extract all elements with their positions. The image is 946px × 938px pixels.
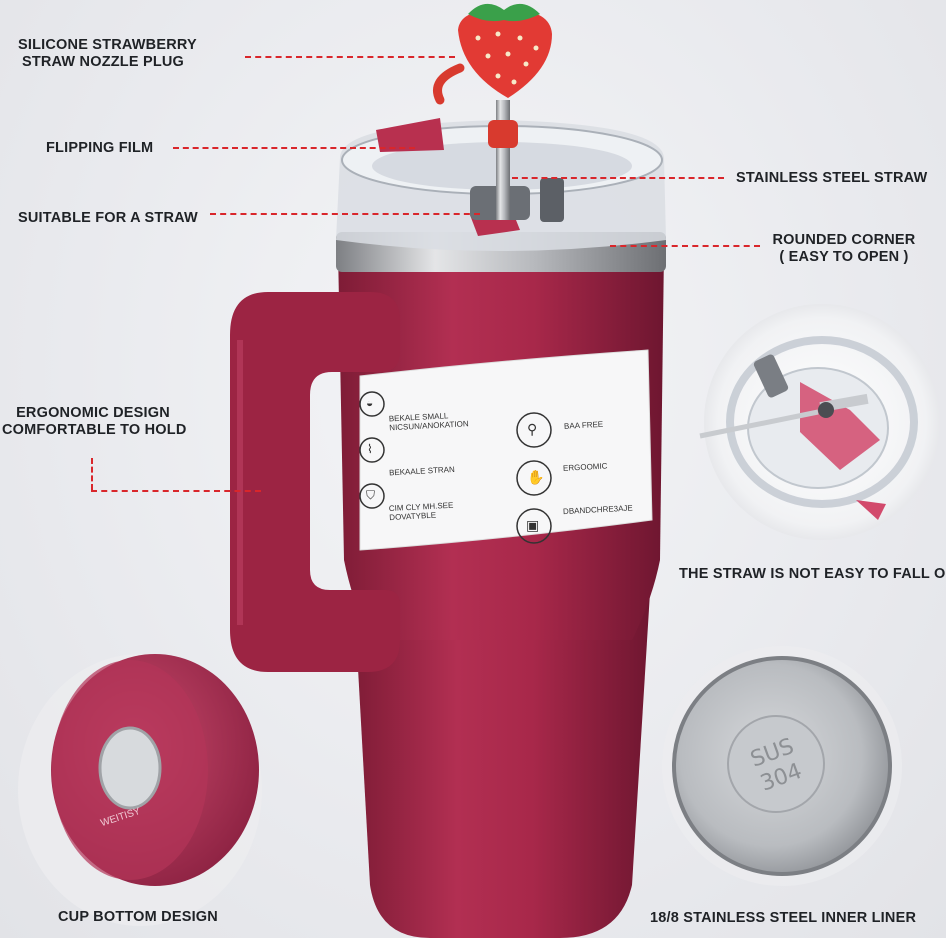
pointer-flipping-film	[173, 147, 415, 149]
label-inner-liner: 18/8 STAINLESS STEEL INNER LINER	[650, 910, 917, 926]
label-suitable-straw: SUITABLE FOR A STRAW	[18, 210, 198, 226]
cup-lower-body	[352, 560, 652, 938]
label-cup-bottom: CUP BOTTOM DESIGN	[58, 909, 218, 925]
label-ergonomic: ERGONOMIC DESIGN COMFORTABLE TO HOLD	[2, 405, 187, 439]
pointer-rounded-corner	[610, 245, 760, 247]
product-label-band	[359, 349, 653, 551]
label-straw-plug-line1: SILICONE STRAWBERRY	[18, 37, 197, 53]
label-rounded-corner-line1: ROUNDED CORNER	[772, 232, 916, 248]
cup-icon: ◒	[366, 396, 374, 410]
label-straw-not-fall: THE STRAW IS NOT EASY TO FALL OFF	[679, 566, 946, 582]
label-straw-plug: SILICONE STRAWBERRY STRAW NOZZLE PLUG	[18, 37, 197, 71]
pointer-ergonomic-vertical	[91, 458, 93, 490]
label-rounded-corner-line2: ( EASY TO OPEN )	[779, 249, 909, 265]
hand-icon: ✋	[527, 469, 545, 485]
flip-film	[376, 118, 444, 152]
pointer-stainless-straw	[512, 177, 724, 179]
dishwasher-icon: ▣	[526, 517, 540, 533]
label-stainless-straw: STAINLESS STEEL STRAW	[736, 170, 928, 186]
label-flipping-film: FLIPPING FILM	[46, 140, 154, 156]
shield-icon: ⛉	[366, 488, 376, 502]
straw	[496, 100, 510, 220]
straw-icon: ⌇	[367, 442, 373, 456]
pointer-suitable-straw	[210, 213, 480, 215]
strawberry-plug	[458, 9, 552, 99]
leaf-icon: ⚲	[527, 421, 538, 437]
cup-handle	[230, 292, 400, 672]
label-rounded-corner: ROUNDED CORNER ( EASY TO OPEN )	[764, 232, 924, 266]
label-ergonomic-line1: ERGONOMIC DESIGN	[16, 405, 170, 421]
label-ergonomic-line2: COMFORTABLE TO HOLD	[2, 422, 187, 438]
label-straw-plug-line2: STRAW NOZZLE PLUG	[21, 54, 185, 70]
pointer-straw-plug	[245, 56, 455, 58]
pointer-ergonomic-horizontal	[91, 490, 261, 492]
